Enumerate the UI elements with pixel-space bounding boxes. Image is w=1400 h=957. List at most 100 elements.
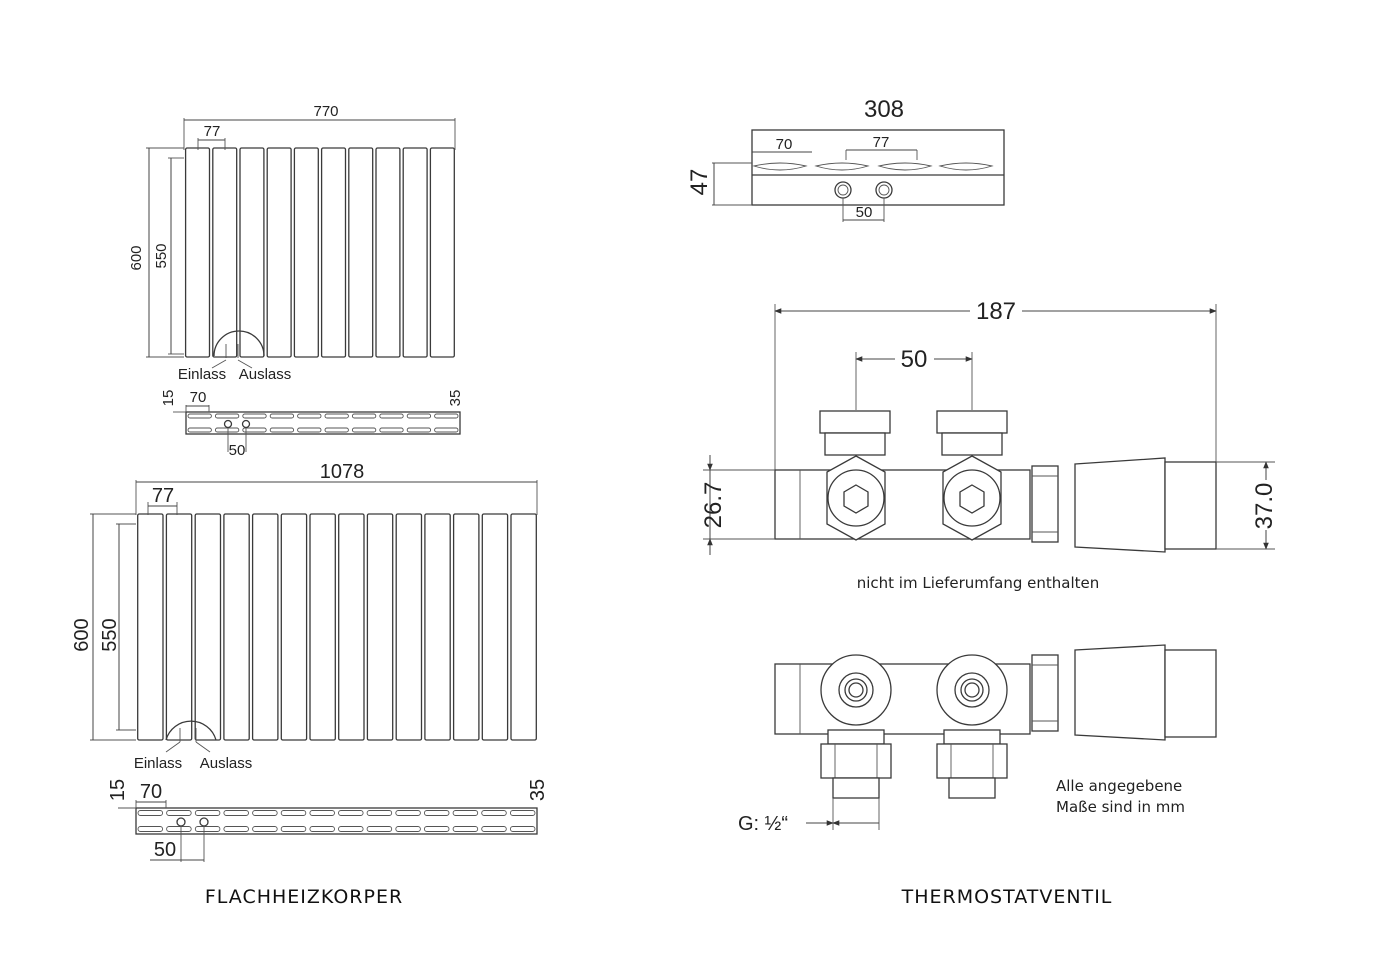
pipe-spacing-label: 50 (901, 346, 928, 373)
radiator-panel (452, 513, 480, 741)
radiator-panel (293, 147, 319, 358)
top-view-fin (351, 413, 377, 419)
top-view-fin (379, 413, 404, 419)
top-view-fin (423, 810, 450, 816)
radiator-small-top-outline (185, 411, 461, 435)
thermostat-head-cap (1164, 649, 1217, 738)
radiator-panel (137, 513, 164, 741)
radiator-panel (165, 513, 193, 741)
thermostat-head-cap (1164, 461, 1217, 550)
top-view-fin (406, 413, 432, 419)
radiator-panel (280, 513, 308, 741)
valve-top-view: 308 70 77 47 50 (686, 96, 1005, 222)
valve-cap-left (819, 410, 891, 434)
top-view-fin (814, 162, 870, 171)
top-view-fin (434, 427, 459, 433)
top-view-fin (214, 413, 240, 419)
adapter-ring (1031, 654, 1059, 732)
radiator-panel (194, 513, 222, 741)
head-height-label: 37.0 (1251, 483, 1278, 530)
top-view-fin (324, 427, 349, 433)
offset-70-label: 70 (140, 781, 162, 803)
radiator-small-front-view: 770 77 600 550 Einlass Auslass (128, 103, 456, 383)
top-view-fin (297, 413, 322, 419)
top-view-fin (269, 413, 295, 419)
top-view-fin (187, 427, 212, 433)
depth-35-label: 35 (527, 779, 549, 801)
radiator-panel (375, 147, 401, 358)
offset-70-label: 70 (190, 389, 207, 406)
spacing-label: 77 (204, 123, 221, 140)
top-view-fin (452, 810, 479, 816)
top-view-fin (366, 810, 393, 816)
radiator-panel (424, 513, 451, 741)
adapter-ring (1031, 465, 1059, 543)
connection-height-label: 550 (99, 618, 121, 651)
top-view-fin (324, 413, 349, 419)
width-label: 308 (864, 96, 904, 123)
radiator-panel (481, 513, 509, 741)
radiator-panel (395, 513, 423, 741)
pipe-outlet-circle (241, 419, 251, 429)
depth-label: 47 (686, 169, 713, 196)
thermostat-head-body (1074, 644, 1166, 741)
radiator-panel (338, 513, 365, 741)
depth-35-label: 35 (447, 390, 464, 407)
radiator-panel (402, 147, 428, 358)
top-view-fin (481, 826, 507, 832)
radiator-small-panels (184, 147, 455, 358)
spacing-label: 77 (152, 485, 174, 507)
top-view-fin (194, 826, 221, 832)
radiator-small-top-view: 70 15 35 50 (160, 389, 464, 459)
radiator-panel (348, 147, 374, 358)
top-view-fin (338, 810, 364, 816)
radiator-large-top-view: 70 15 35 50 (107, 779, 549, 862)
caption-flat-radiator: FLACHHEIZKORPER (205, 886, 403, 908)
top-view-fin (481, 810, 507, 816)
top-view-fin (223, 826, 249, 832)
thermostat-head-body (1074, 457, 1166, 553)
pipe-inlet-circle (223, 419, 233, 429)
connection-cover-arc (165, 720, 217, 741)
top-view-fin (406, 427, 432, 433)
radiator-panel (510, 513, 537, 741)
thread-size-label: G: ½“ (738, 813, 788, 835)
top-view-fin (280, 826, 307, 832)
caption-thermostat-valve: THERMOSTATVENTIL (901, 886, 1113, 908)
fitting-nut-right (936, 743, 1008, 779)
radiator-large-panels (137, 513, 537, 741)
top-view-fin (137, 810, 164, 816)
top-view-fin (166, 810, 192, 816)
offset-70-label: 70 (776, 136, 793, 153)
radiator-panel (266, 147, 292, 358)
top-view-fin (214, 427, 240, 433)
top-view-fin (752, 162, 808, 171)
top-view-fin (452, 826, 479, 832)
fitting-thread-left (832, 777, 880, 799)
fitting-nut-left (820, 743, 892, 779)
radiator-panel (184, 147, 211, 358)
pipe-spacing-label: 50 (229, 442, 246, 459)
pipe-spacing-label: 50 (154, 839, 176, 861)
top-view-fin (395, 810, 421, 816)
radiator-panel (223, 513, 250, 741)
units-note-line1: Alle angegebene (1056, 777, 1182, 795)
outlet-label: Auslass (239, 366, 292, 383)
top-view-fin (309, 810, 335, 816)
inlet-label: Einlass (178, 366, 226, 383)
overall-width-label: 1078 (320, 461, 365, 483)
top-view-fin (423, 826, 450, 832)
radiator-panel (366, 513, 394, 741)
top-view-fin (338, 826, 364, 832)
top-view-fin (252, 810, 278, 816)
top-view-fin (877, 162, 933, 171)
offset-15-label: 15 (160, 390, 177, 407)
top-view-fin (379, 427, 404, 433)
top-view-fin (242, 413, 267, 419)
overall-length-label: 187 (976, 298, 1016, 325)
top-view-fin (137, 826, 164, 832)
radiator-panel (309, 513, 336, 741)
top-view-fin (366, 826, 393, 832)
top-view-fin (252, 826, 278, 832)
